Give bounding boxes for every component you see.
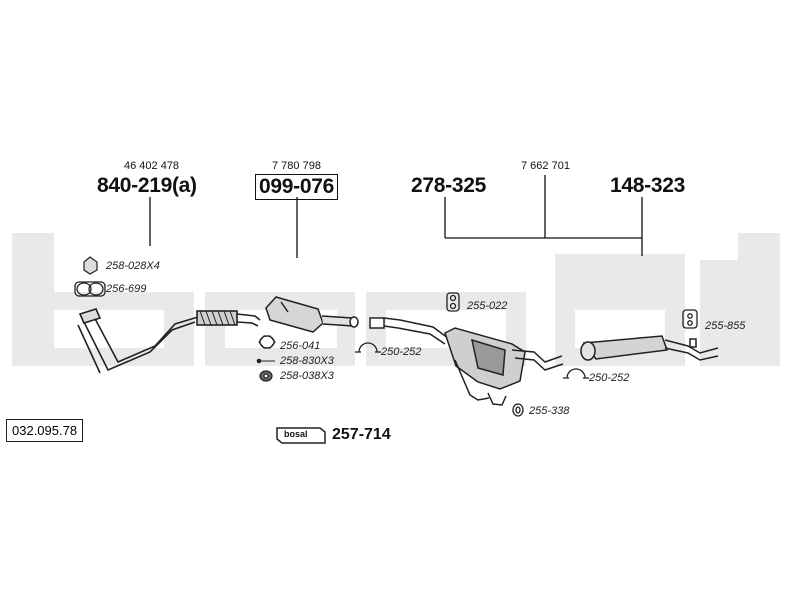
front-pipe [77,308,261,374]
catalytic-converter [265,296,359,333]
clamp-rear-icon [563,368,589,379]
hanger-rear-icon [682,309,698,329]
ring-mid-label: 255-338 [529,405,570,417]
clamp-mid-label: 250-252 [381,346,422,358]
catalytic-converter-oem-number: 7 780 798 [272,160,321,172]
middle-silencer [369,317,564,406]
clamp-rear-label: 250-252 [589,372,630,384]
diagram-reference-number: 032.095.78 [6,419,84,442]
rubber-mid-label: 255-022 [467,300,508,312]
gasket-front-icon [74,281,106,297]
rubber-mid-icon [446,292,460,312]
gasket-cat-label: 256-041 [280,340,321,352]
rear-section-oem-number: 7 662 701 [521,160,570,172]
nut-cat-icon [259,370,273,382]
spring-cat-label: 258-830X3 [280,355,334,367]
watermark-text: bosal [12,233,780,366]
hanger-rear-label: 255-855 [705,320,746,332]
front-pipe-part-number: 840-219(a) [97,174,197,197]
kit-box [276,427,326,444]
clamp-mid-icon [355,342,381,353]
gasket-front-label: 256-699 [106,283,147,295]
nut-cat-label: 258-038X3 [280,370,334,382]
kit-logo: bosal [284,429,308,439]
catalytic-converter-part-number: 099-076 [255,174,338,200]
rear-silencer-part-number: 148-323 [610,174,685,197]
kit-part-number: 257-714 [332,426,391,443]
gasket-cat-icon [258,335,276,349]
bolt-front-label: 258-028X4 [106,260,160,272]
spring-cat-icon [256,358,275,364]
middle-silencer-part-number: 278-325 [411,174,486,197]
front-pipe-oem-number: 46 402 478 [124,160,180,172]
rear-silencer [580,335,719,361]
bolt-front-icon [83,256,98,275]
ring-mid-icon [512,403,524,417]
leader-lines [149,175,643,258]
